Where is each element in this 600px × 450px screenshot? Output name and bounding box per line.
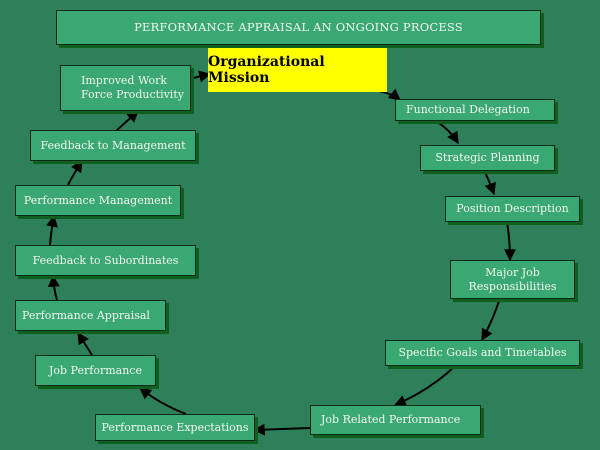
step-job-performance: Job Performance bbox=[35, 355, 156, 386]
arrow-performance-expectations-to-job-performance bbox=[139, 387, 187, 415]
step-label: Job Related Performance bbox=[321, 413, 461, 427]
arrow-job-related-to-performance-expectations bbox=[252, 423, 311, 436]
step-feedback-to-management: Feedback to Management bbox=[30, 130, 196, 161]
diagram-title: PERFORMANCE APPRAISAL AN ONGOING PROCESS bbox=[56, 10, 541, 45]
step-label: Performance Management bbox=[23, 193, 173, 207]
step-label: Feedback to Subordinates bbox=[32, 253, 179, 267]
step-label: Major Job Responsibilities bbox=[468, 265, 557, 293]
step-strategic-planning: Strategic Planning bbox=[420, 145, 555, 171]
step-label: Job Performance bbox=[49, 363, 142, 377]
step-specific-goals-and-timetables: Specific Goals and Timetables bbox=[385, 340, 580, 366]
step-label: Specific Goals and Timetables bbox=[398, 346, 567, 360]
step-label: Performance Appraisal bbox=[22, 308, 150, 322]
step-label: Feedback to Management bbox=[40, 138, 186, 152]
organizational-mission-label: Organizational Mission bbox=[208, 54, 325, 86]
step-feedback-to-subordinates: Feedback to Subordinates bbox=[15, 245, 196, 276]
arrow-strategic-planning-to-position-description bbox=[484, 171, 496, 196]
step-major-job-responsibilities: Major Job Responsibilities bbox=[450, 260, 575, 299]
step-performance-management: Performance Management bbox=[15, 185, 181, 216]
step-label: Improved Work Force Productivity bbox=[81, 74, 184, 101]
step-label: Functional Delegation bbox=[406, 103, 530, 117]
arrow-feedback-subordinates-to-performance-management bbox=[46, 214, 58, 246]
arrow-position-description-to-major-job bbox=[503, 221, 516, 262]
step-label: Position Description bbox=[456, 202, 569, 216]
arrow-major-job-to-specific-goals bbox=[481, 297, 501, 342]
step-functional-delegation: Functional Delegation bbox=[395, 99, 555, 121]
step-performance-appraisal: Performance Appraisal bbox=[15, 300, 166, 331]
step-performance-expectations: Performance Expectations bbox=[95, 414, 255, 441]
arrow-functional-delegation-to-strategic-planning bbox=[435, 120, 459, 145]
arrow-improved-work-to-mission bbox=[192, 70, 212, 83]
organizational-mission-box: Organizational Mission bbox=[208, 48, 387, 92]
diagram-title-text: PERFORMANCE APPRAISAL AN ONGOING PROCESS bbox=[134, 20, 463, 35]
arrow-performance-management-to-feedback-management bbox=[67, 159, 83, 186]
step-job-related-performance: Job Related Performance bbox=[310, 405, 481, 435]
step-label: Strategic Planning bbox=[435, 151, 540, 165]
step-improved-work-force-productivity: Improved Work Force Productivity bbox=[60, 65, 191, 111]
arrow-specific-goals-to-job-related bbox=[393, 365, 456, 407]
arrow-performance-appraisal-to-feedback-subordinates bbox=[47, 274, 60, 301]
arrow-job-performance-to-performance-appraisal bbox=[77, 331, 93, 356]
arrow-feedback-management-to-improved-work bbox=[115, 110, 139, 132]
step-position-description: Position Description bbox=[445, 196, 580, 222]
step-label: Performance Expectations bbox=[101, 420, 249, 434]
